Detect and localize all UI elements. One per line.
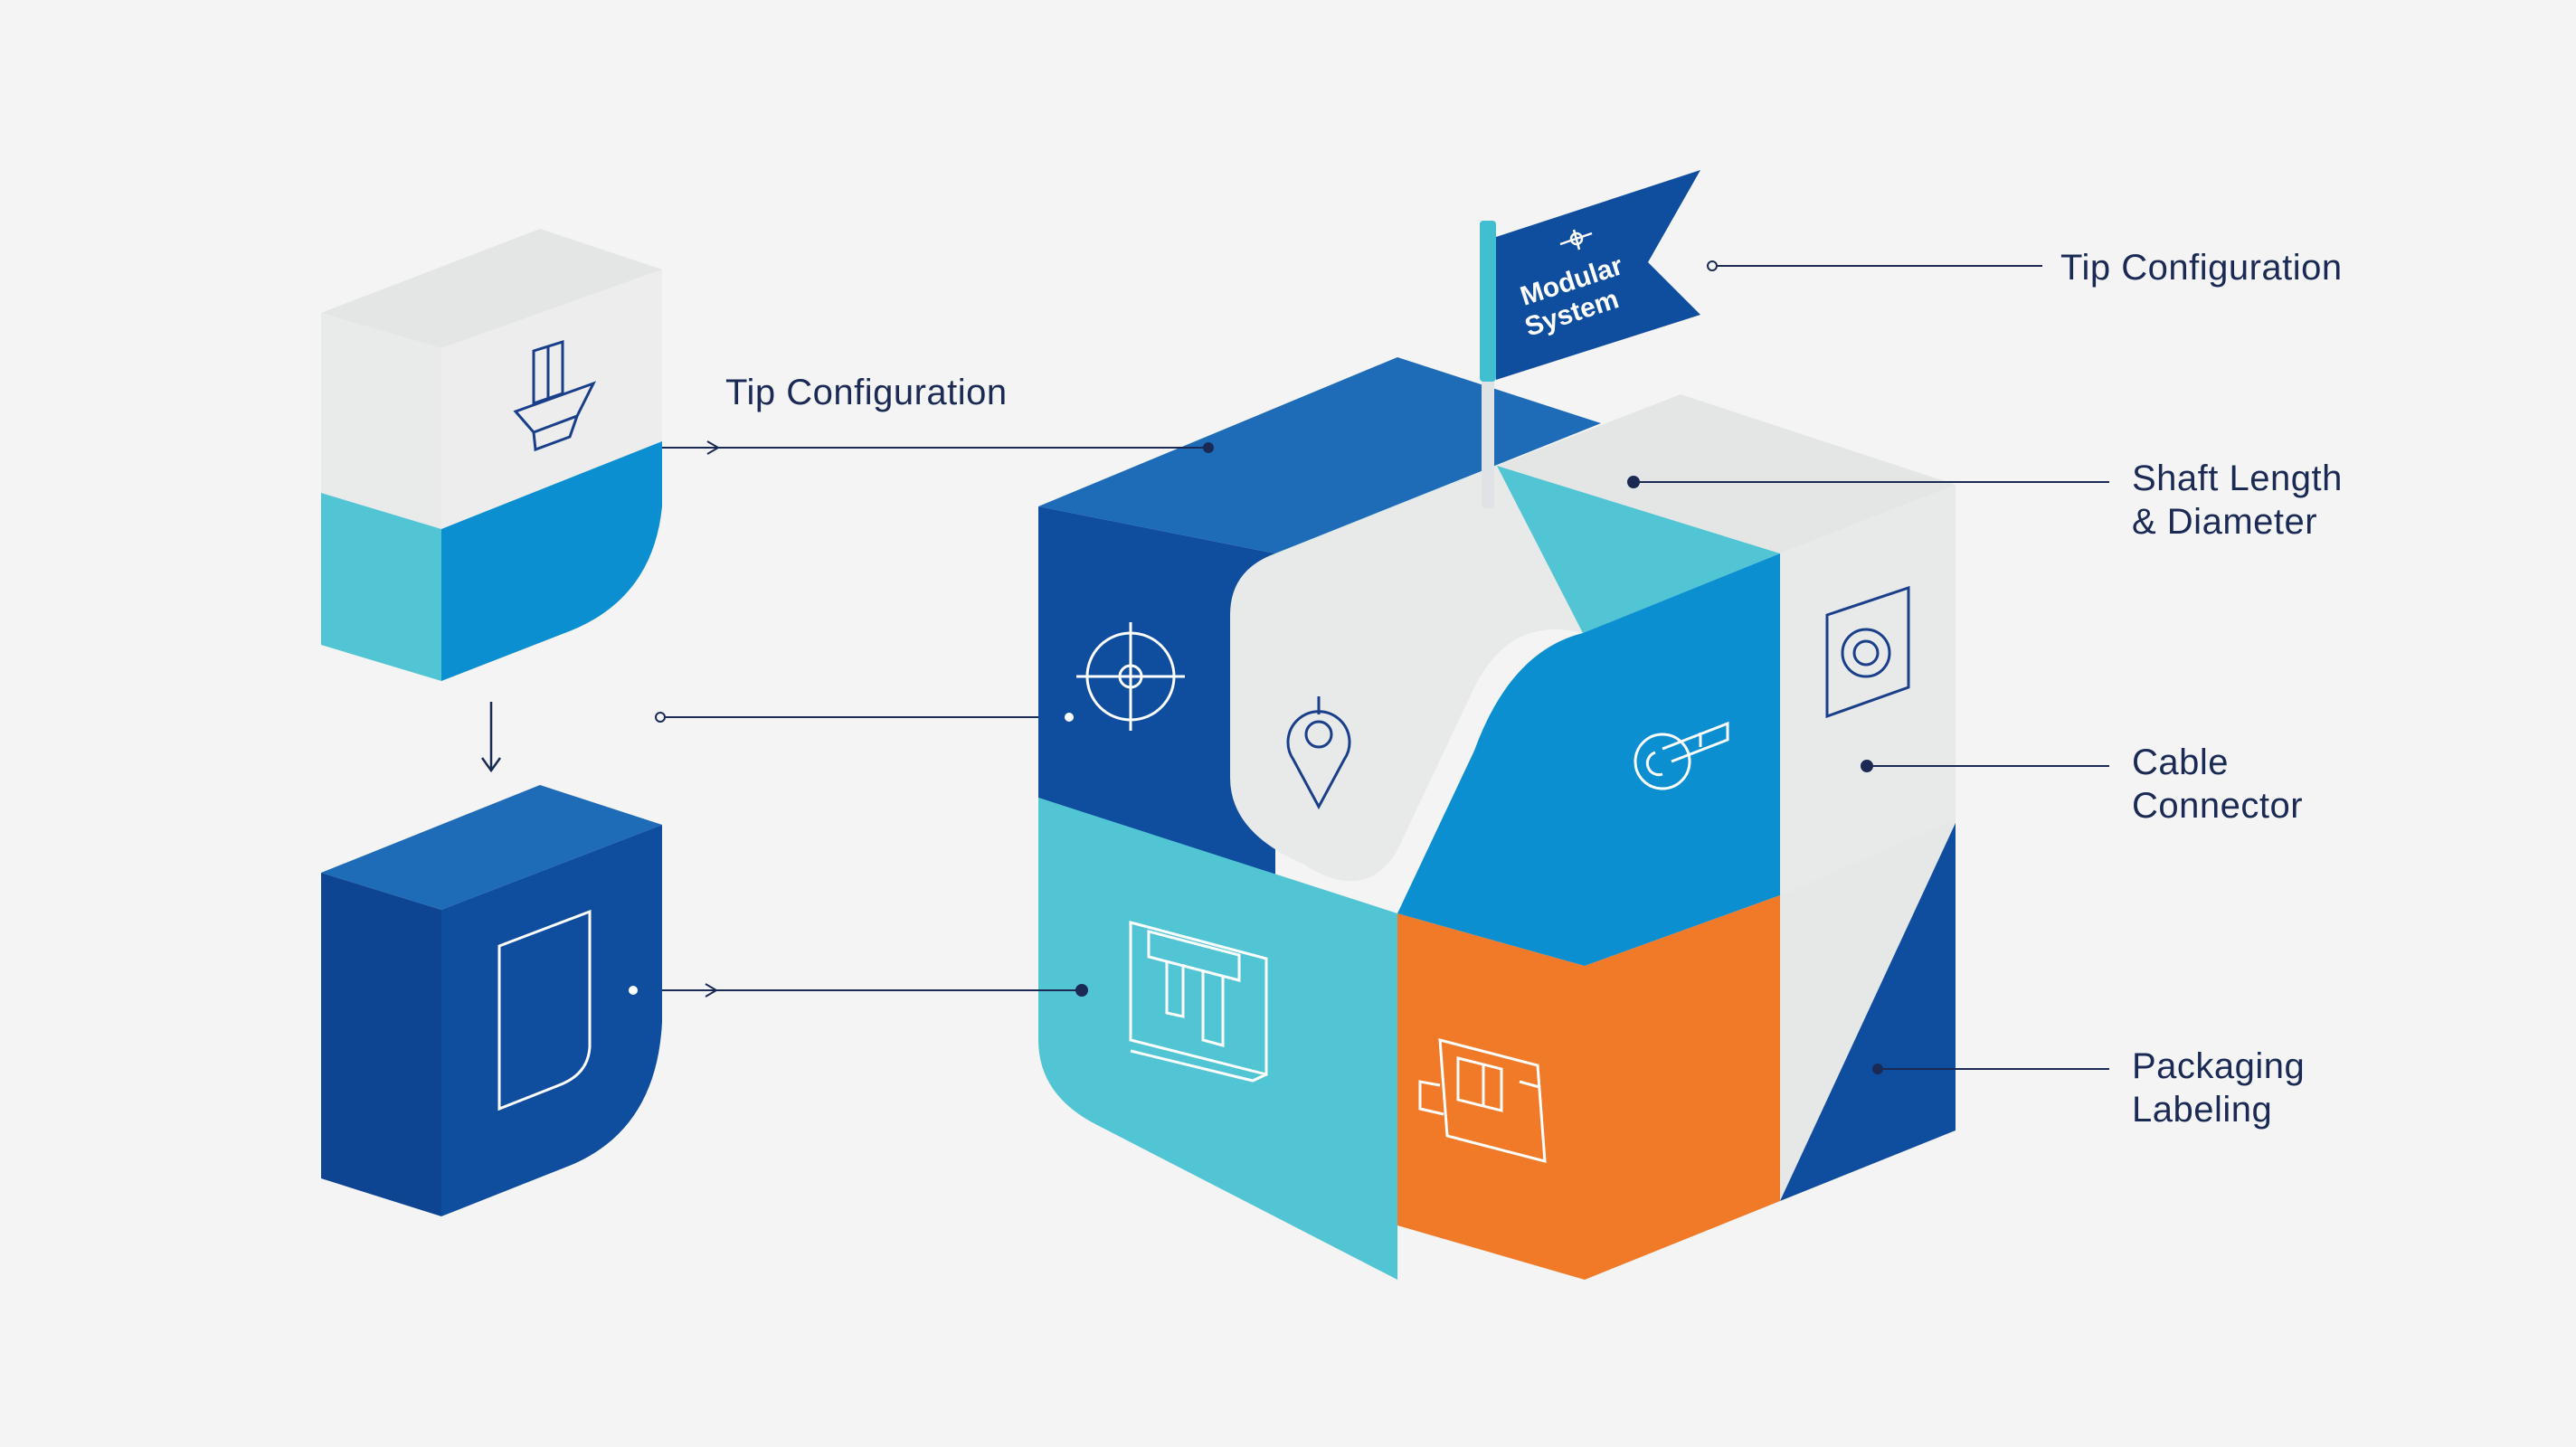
main-block: Modular System — [1038, 170, 1956, 1280]
connector-lines — [629, 260, 2109, 1074]
left-top-block — [321, 229, 662, 681]
main-right-navy-triangle — [1780, 823, 1956, 1201]
down-arrow-icon — [480, 702, 502, 773]
main-top-gray — [1497, 394, 1956, 553]
left-top-block-top — [321, 229, 662, 348]
tip-funnel-icon — [513, 339, 597, 452]
tip-configuration-label: Tip Configuration — [2060, 248, 2343, 288]
left-bottom-block-top — [321, 785, 662, 910]
document-icon — [497, 909, 592, 1111]
left-tip-configuration-label: Tip Configuration — [725, 373, 1008, 412]
flag-emblem-icon — [1559, 229, 1593, 251]
left-bottom-block-left — [321, 873, 441, 1216]
crosshair-icon — [1076, 622, 1185, 731]
package-box-icon — [1418, 1038, 1547, 1163]
main-pin-panel — [1230, 466, 1583, 882]
cable-plug-icon — [1634, 721, 1729, 790]
main-left-teal — [1038, 798, 1397, 1280]
left-top-block-left-lower — [321, 493, 441, 681]
left-top-block-front-lower — [441, 441, 662, 681]
left-top-block-left-upper — [321, 313, 441, 529]
shaft-length-diameter-label: Shaft Length & Diameter — [2132, 459, 2343, 542]
modular-system-flag — [1496, 170, 1700, 380]
cable-connector-label: Cable Connector — [2132, 742, 2304, 826]
main-front-orange — [1585, 895, 1780, 1280]
main-right-gray — [1780, 485, 1956, 895]
left-bottom-block — [321, 785, 662, 1216]
main-front-sky — [1397, 553, 1780, 966]
packaging-labeling-label: Packaging Labeling — [2132, 1046, 2306, 1130]
flag-pole-top — [1480, 221, 1496, 382]
main-left-orange — [1397, 913, 1585, 1280]
connector-port-icon — [1825, 585, 1910, 719]
main-top-navy — [1038, 357, 1601, 553]
location-pin-icon — [1286, 696, 1351, 810]
shaft-module-icon — [1129, 921, 1268, 1083]
left-bottom-block-front — [441, 825, 662, 1216]
main-left-navy — [1038, 506, 1275, 875]
